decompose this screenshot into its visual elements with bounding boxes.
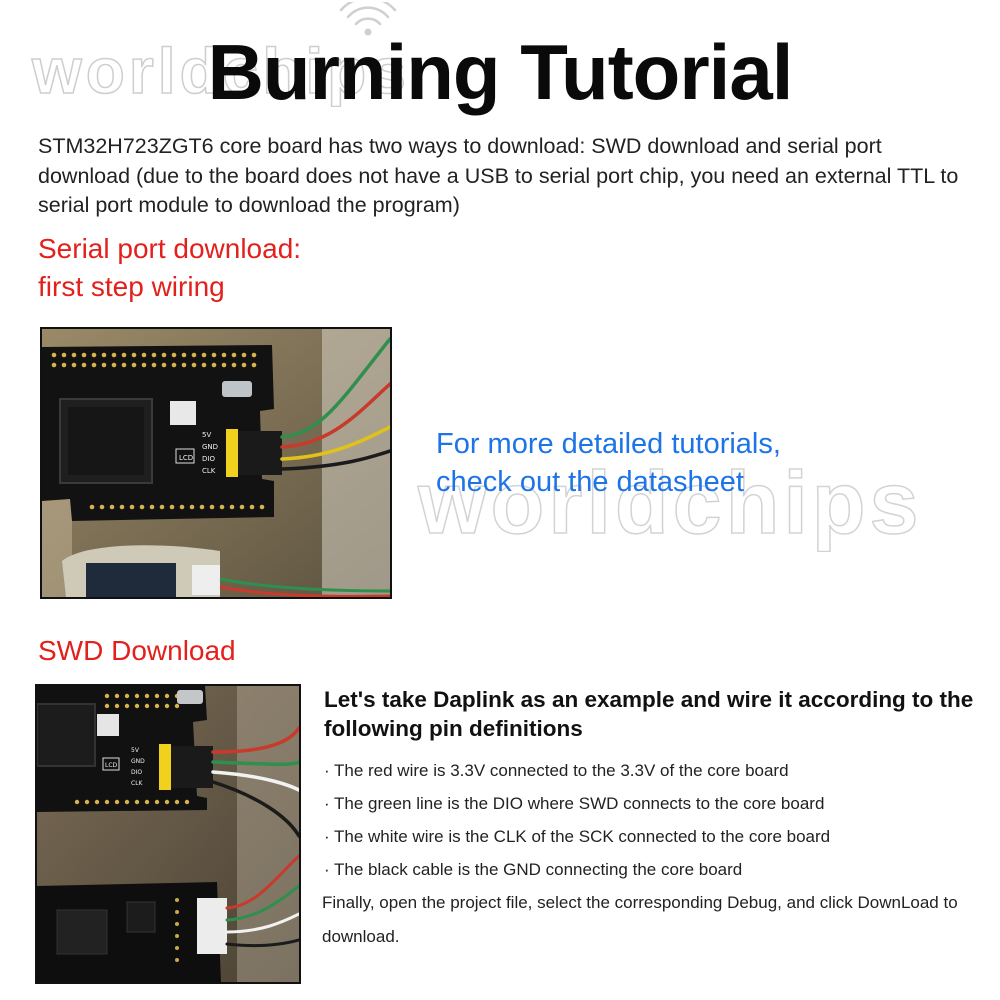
serial-heading-line-2: first step wiring <box>38 271 225 302</box>
list-item: ·The green line is the DIO where SWD con… <box>324 787 984 820</box>
watermark-top: worldchips <box>31 34 410 108</box>
closing-instruction: Finally, open the project file, select t… <box>322 893 958 946</box>
wifi-signal-icon <box>339 2 397 36</box>
datasheet-note: For more detailed tutorials, check out t… <box>436 425 781 501</box>
pin-label: GND <box>131 758 145 765</box>
pin-header <box>159 744 171 790</box>
swd-board-illustration: LCD 5V GND DIO CLK <box>37 686 299 982</box>
pin-label: 5V <box>202 431 211 439</box>
bullet-marker: · <box>324 761 330 780</box>
swd-pin-definitions: ·The red wire is 3.3V connected to the 3… <box>324 754 984 886</box>
swd-subheading: Let's take Daplink as an example and wir… <box>324 687 974 741</box>
usb-c-port <box>177 690 203 704</box>
page-title: Burning Tutorial <box>207 28 794 116</box>
pin-label: CLK <box>131 780 144 787</box>
dupont-connector <box>238 431 282 475</box>
swd-download-heading: SWD Download <box>38 635 236 666</box>
bullet-marker: · <box>324 794 330 813</box>
bullet-text: The white wire is the CLK of the SCK con… <box>334 827 831 846</box>
bullet-marker: · <box>324 827 330 846</box>
pin-label: GND <box>202 443 218 451</box>
pin-header <box>226 429 238 477</box>
board-label: LCD <box>105 762 118 769</box>
serial-download-heading: Serial port download: first step wiring <box>38 230 301 306</box>
list-item: ·The red wire is 3.3V connected to the 3… <box>324 754 984 787</box>
pin-label: DIO <box>131 769 142 776</box>
serial-heading-line-1: Serial port download: <box>38 233 302 264</box>
datasheet-note-line-1: For more detailed tutorials, <box>436 428 781 460</box>
dupont-connector <box>171 746 213 788</box>
swd-wiring-photo: LCD 5V GND DIO CLK <box>35 684 301 984</box>
serial-wiring-photo: LCD 5V GND DIO CLK <box>40 327 392 599</box>
list-item: ·The black cable is the GND connecting t… <box>324 853 984 886</box>
pin-label: CLK <box>202 467 216 475</box>
watermark-middle: worldchips <box>417 452 923 553</box>
datasheet-note-line-2: check out the datasheet <box>436 466 744 498</box>
bullet-text: The black cable is the GND connecting th… <box>334 860 743 879</box>
pin-label: 5V <box>131 747 140 754</box>
connector <box>97 714 119 736</box>
usb-c-port <box>222 381 252 397</box>
pin-label: DIO <box>202 455 215 463</box>
connector <box>170 401 196 425</box>
intro-paragraph: STM32H723ZGT6 core board has two ways to… <box>38 134 959 217</box>
daplink-connector <box>197 898 227 954</box>
bullet-marker: · <box>324 860 330 879</box>
list-item: ·The white wire is the CLK of the SCK co… <box>324 820 984 853</box>
bullet-text: The green line is the DIO where SWD conn… <box>334 794 825 813</box>
serial-board-illustration: LCD 5V GND DIO CLK <box>42 329 390 597</box>
bullet-text: The red wire is 3.3V connected to the 3.… <box>334 761 789 780</box>
board-label: LCD <box>179 454 193 462</box>
mcu-chip <box>37 703 96 767</box>
